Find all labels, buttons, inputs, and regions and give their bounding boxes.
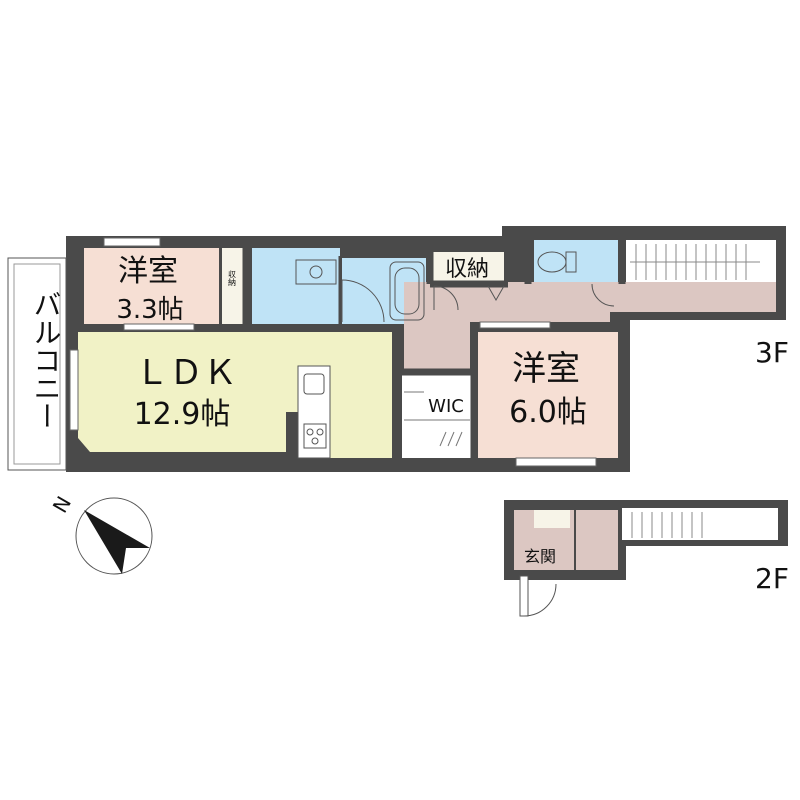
room-bedroom-small — [84, 248, 220, 324]
ldk-size: 12.9帖 — [134, 397, 231, 432]
bathtub-icon — [389, 261, 425, 321]
entrance-door-swing — [523, 583, 557, 617]
window — [515, 457, 597, 467]
bedroom-small-size: 3.3帖 — [116, 295, 183, 325]
room-storage-small — [222, 248, 244, 324]
room-wic — [402, 374, 472, 458]
room-bedroom-large — [478, 332, 618, 458]
floor-label-2f: 2F — [755, 562, 789, 595]
room-stair-3f — [626, 240, 776, 282]
wic-label: WIC — [428, 396, 464, 417]
balcony — [7, 257, 67, 471]
sink-icon — [303, 373, 325, 395]
room-ldk — [78, 332, 392, 458]
balcony-label: バルコニー — [30, 290, 63, 430]
compass-north-label: N — [48, 492, 76, 517]
bedroom-large-name: 洋室 — [512, 349, 580, 389]
room-stair-2f — [622, 508, 778, 540]
floor-label-3f: 3F — [755, 336, 789, 369]
window — [123, 323, 195, 331]
ldk-name: ＬＤＫ — [135, 353, 237, 393]
room-storage-upper — [432, 252, 504, 282]
window — [479, 321, 551, 329]
stove-icon — [303, 423, 327, 449]
compass-icon — [75, 497, 153, 575]
window — [103, 237, 161, 247]
kitchen-counter — [297, 365, 331, 459]
storage-upper-label: 収納 — [445, 257, 489, 282]
window — [69, 349, 79, 431]
room-washroom — [252, 248, 340, 324]
room-hallway-3f — [404, 282, 776, 370]
entrance-label: 玄関 — [524, 547, 556, 566]
room-hall-2f — [576, 510, 618, 570]
room-shoe-storage — [534, 510, 570, 528]
washbasin-icon — [295, 259, 337, 285]
bedroom-small-name: 洋室 — [118, 254, 178, 289]
storage-small-label: 収納 — [228, 269, 237, 287]
bedroom-large-size: 6.0帖 — [509, 395, 587, 430]
